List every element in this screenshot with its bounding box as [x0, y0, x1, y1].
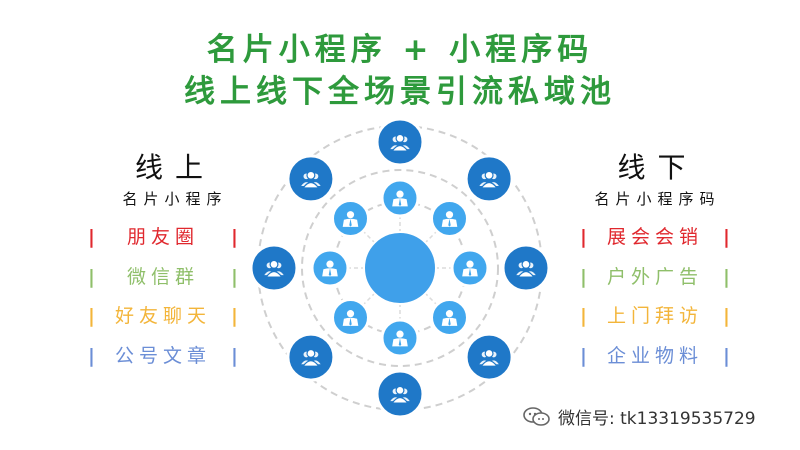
online-channel-item-label: 微信群 [126, 265, 199, 288]
offline-heading-block: 线下 名片小程序码 [570, 146, 745, 209]
user-group-icon [479, 170, 499, 189]
inner-person-node [450, 248, 490, 288]
outer-user-node [286, 332, 336, 382]
middle-ring [301, 169, 499, 367]
offline-channel-item-label: 上门拜访 [606, 305, 703, 327]
bracket-right: | [231, 265, 238, 288]
inner-person-node [331, 199, 371, 239]
bracket-left: | [88, 344, 95, 367]
bracket-right: | [723, 305, 730, 327]
online-channel-item: | 公号文章 | [88, 343, 238, 383]
business-person-icon [342, 310, 359, 326]
offline-channel-item: | 上门拜访 | [580, 303, 730, 343]
business-person-icon [441, 310, 458, 326]
business-person-icon [441, 211, 458, 227]
bracket-left: | [88, 305, 95, 327]
watermark-text: 微信号: tk13319535729 [558, 409, 756, 429]
outer-user-node [249, 243, 299, 293]
online-channel-item-label: 朋友圈 [126, 226, 199, 248]
bracket-right: | [723, 344, 730, 367]
online-channel-item-label: 公号文章 [114, 344, 211, 367]
outer-user-node [464, 332, 514, 382]
wechat-watermark: 微信号: tk13319535729 [522, 404, 756, 429]
inner-person-node [310, 248, 350, 288]
offline-channel-item-label: 户外广告 [606, 265, 703, 288]
offline-channel-list: | 展会会销 | | 户外广告 | | 上门拜访 | | 企业物料 | [580, 224, 730, 382]
user-group-icon [479, 348, 499, 367]
online-subheading: 名片小程序 [122, 190, 228, 208]
bracket-right: | [723, 265, 730, 288]
online-channel-item-label: 好友聊天 [114, 305, 211, 327]
bracket-left: | [580, 344, 587, 367]
outer-user-node [375, 369, 425, 419]
business-person-icon [392, 190, 408, 207]
wechat-icon [523, 406, 550, 426]
bracket-right: | [723, 226, 730, 248]
user-group-icon [301, 348, 321, 367]
business-person-icon [392, 330, 408, 347]
user-group-icon [264, 259, 284, 278]
online-channel-item: | 微信群 | [88, 264, 238, 304]
online-heading: 线上 [134, 151, 215, 184]
inner-person-node [429, 199, 469, 239]
outer-user-node [501, 243, 551, 293]
business-person-icon [342, 211, 359, 227]
outer-user-node [375, 117, 425, 167]
user-group-icon [390, 385, 410, 404]
inner-person-node [380, 318, 420, 358]
outer-user-node [286, 154, 336, 204]
inner-person-node [429, 297, 469, 337]
title-line-1: 名片小程序 + 小程序码 [206, 32, 594, 68]
bracket-left: | [580, 265, 587, 288]
bracket-left: | [580, 226, 587, 248]
bracket-left: | [88, 226, 95, 248]
business-person-icon [462, 260, 478, 277]
offline-heading: 线下 [617, 151, 698, 184]
online-channel-item: | 好友聊天 | [88, 303, 238, 343]
bracket-left: | [580, 305, 587, 327]
online-heading-block: 线上 名片小程序 [90, 146, 260, 209]
offline-channel-item-label: 企业物料 [606, 344, 703, 367]
inner-person-node [380, 178, 420, 218]
online-channel-list: | 朋友圈 | | 微信群 | | 好友聊天 | | 公号文章 | [88, 224, 238, 382]
online-channel-item: | 朋友圈 | [88, 224, 238, 264]
user-group-icon [301, 170, 321, 189]
offline-channel-item: | 企业物料 | [580, 343, 730, 383]
user-group-icon [516, 259, 536, 278]
title-line-2: 线上线下全场景引流私域池 [184, 74, 616, 110]
user-group-icon [390, 133, 410, 152]
center-hub [363, 231, 437, 305]
outer-user-node [464, 154, 514, 204]
bracket-right: | [231, 344, 238, 367]
offline-channel-item-label: 展会会销 [606, 226, 703, 248]
offline-subheading: 名片小程序码 [594, 190, 721, 208]
bracket-right: | [231, 305, 238, 327]
offline-channel-item: | 展会会销 | [580, 224, 730, 264]
business-person-icon [322, 260, 338, 277]
bracket-left: | [88, 265, 95, 288]
bracket-right: | [231, 226, 238, 248]
inner-person-node [331, 297, 371, 337]
offline-channel-item: | 户外广告 | [580, 264, 730, 304]
